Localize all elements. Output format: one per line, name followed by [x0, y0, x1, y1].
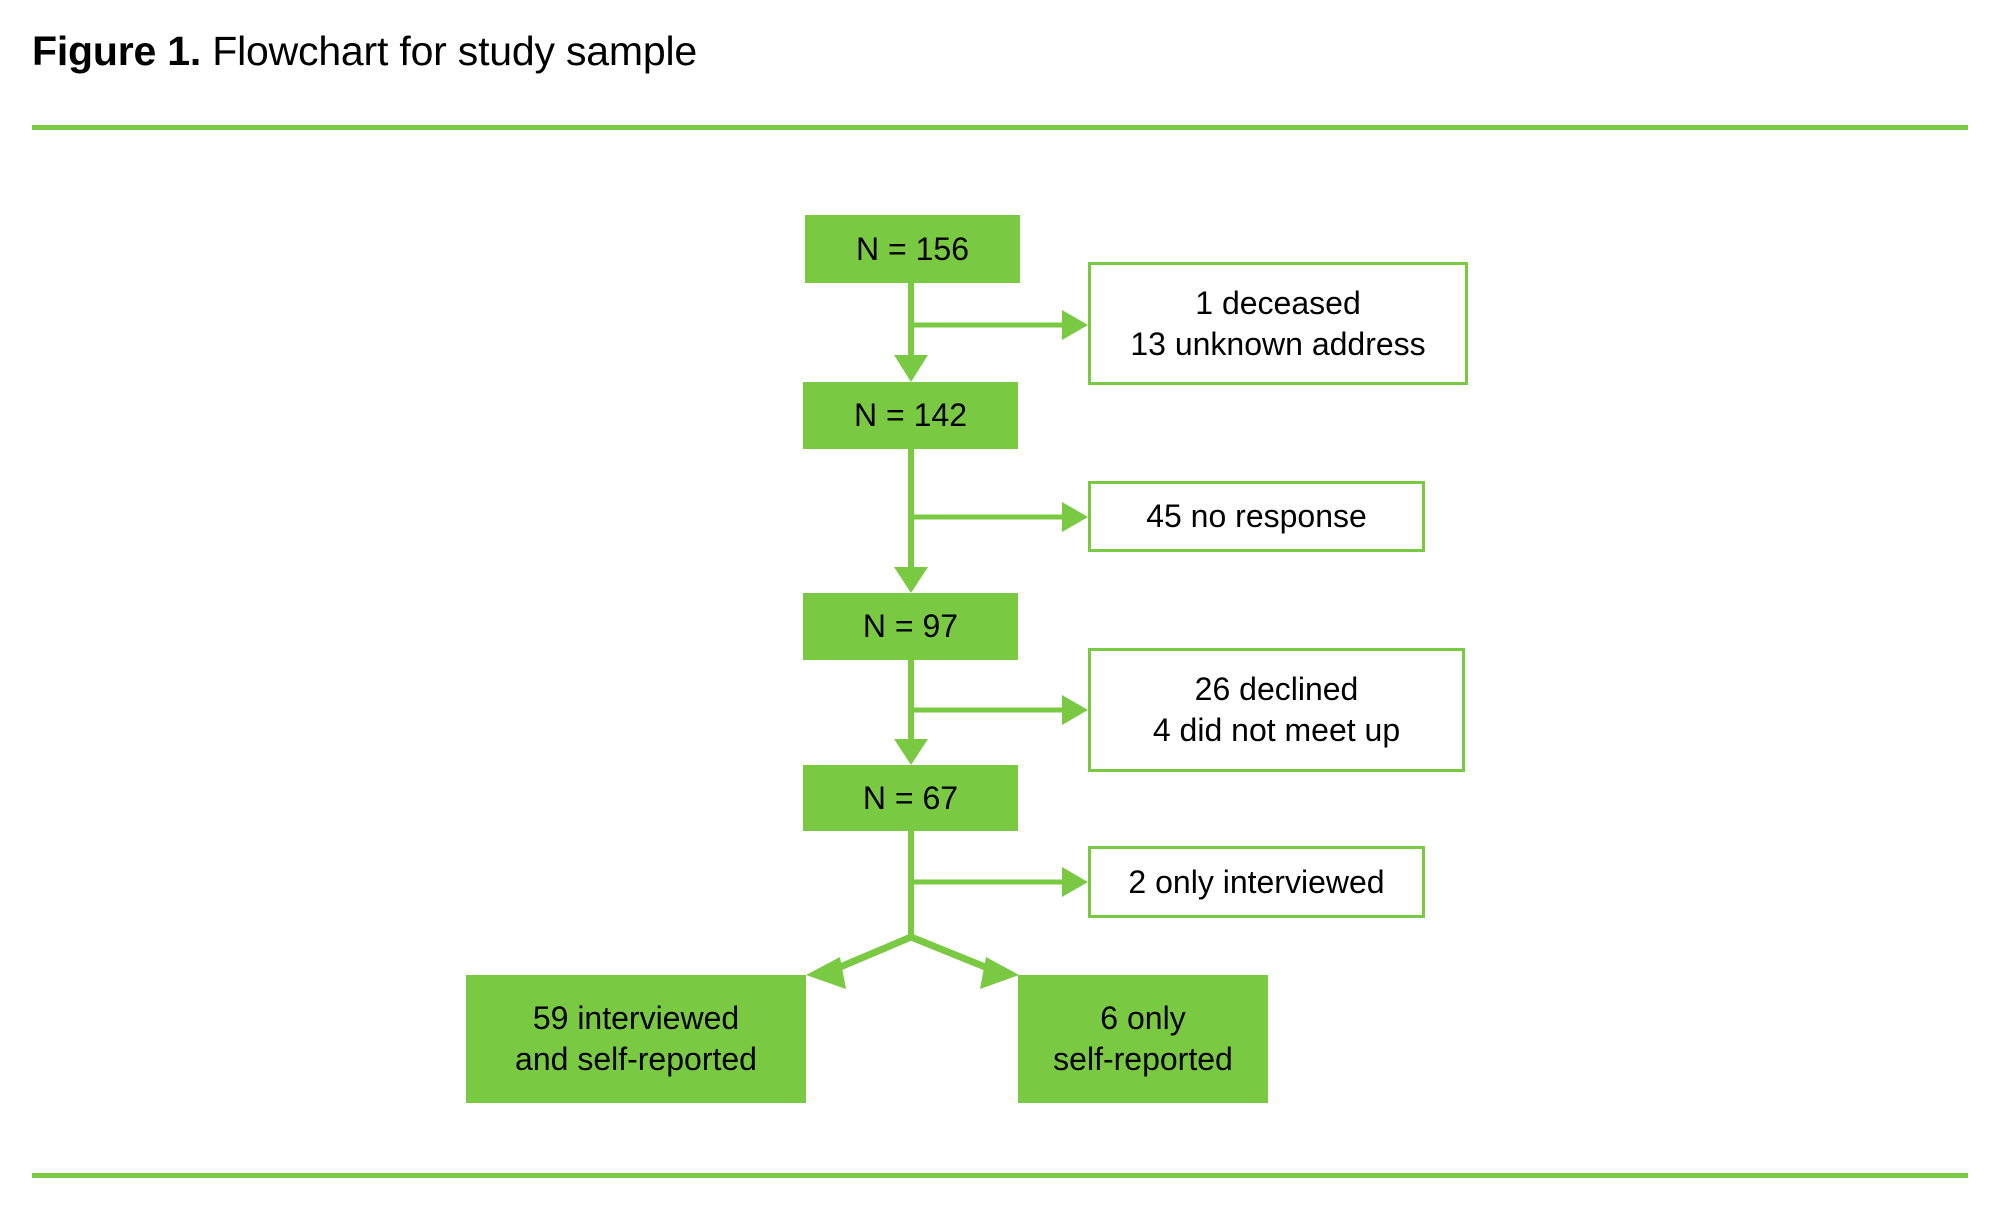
node-n97-line1: N = 97 [862, 608, 959, 645]
node-terminal-right-line1: 6 only [1100, 1000, 1186, 1037]
divider-bottom [32, 1173, 1968, 1178]
figure-label: Figure 1. [32, 28, 202, 74]
node-terminal-left-line2: and self-reported [515, 1041, 757, 1077]
node-exclusion-3-line1: 26 declined [1194, 671, 1359, 708]
arrow-n67-to-terminal-left [806, 933, 913, 989]
node-exclusion-2-line1: 45 no response [1146, 498, 1367, 535]
node-n156-line1: N = 156 [856, 230, 969, 267]
node-terminal-left: 59 interviewed and self-reported [466, 975, 806, 1103]
arrow-n142-to-n97 [894, 449, 928, 593]
figure-caption: Flowchart for study sample [201, 28, 697, 74]
node-exclusion-2: 45 no response [1088, 481, 1425, 552]
node-n67: N = 67 [803, 765, 1018, 831]
node-exclusion-4: 2 only interviewed [1088, 846, 1425, 918]
node-n156: N = 156 [805, 215, 1020, 283]
node-exclusion-3: 26 declined 4 did not meet up [1088, 648, 1465, 772]
node-exclusion-1-line1: 1 deceased [1195, 284, 1361, 321]
arrow-n156-to-exclusion-1 [911, 310, 1088, 340]
node-exclusion-1-line2: 13 unknown address [1130, 325, 1426, 362]
node-exclusion-1: 1 deceased 13 unknown address [1088, 262, 1468, 385]
node-n142-line1: N = 142 [854, 397, 967, 434]
node-terminal-right-line2: self-reported [1053, 1041, 1233, 1077]
arrow-n97-to-n67 [894, 660, 928, 765]
arrow-n142-to-exclusion-2 [911, 502, 1088, 532]
arrow-n97-to-exclusion-3 [911, 695, 1088, 725]
arrow-n156-to-n142 [894, 283, 928, 382]
arrow-n67-to-exclusion-4 [911, 867, 1088, 897]
node-exclusion-4-line1: 2 only interviewed [1128, 863, 1385, 900]
divider-top [32, 125, 1968, 130]
node-terminal-left-line1: 59 interviewed [532, 1000, 740, 1037]
node-terminal-right: 6 only self-reported [1018, 975, 1268, 1103]
arrow-n67-to-terminal-right [909, 933, 1019, 989]
node-exclusion-3-line2: 4 did not meet up [1152, 712, 1401, 748]
page-title: Figure 1. Flowchart for study sample [32, 28, 1632, 90]
node-n97: N = 97 [803, 593, 1018, 660]
node-n142: N = 142 [803, 382, 1018, 449]
node-n67-line1: N = 67 [862, 779, 959, 816]
